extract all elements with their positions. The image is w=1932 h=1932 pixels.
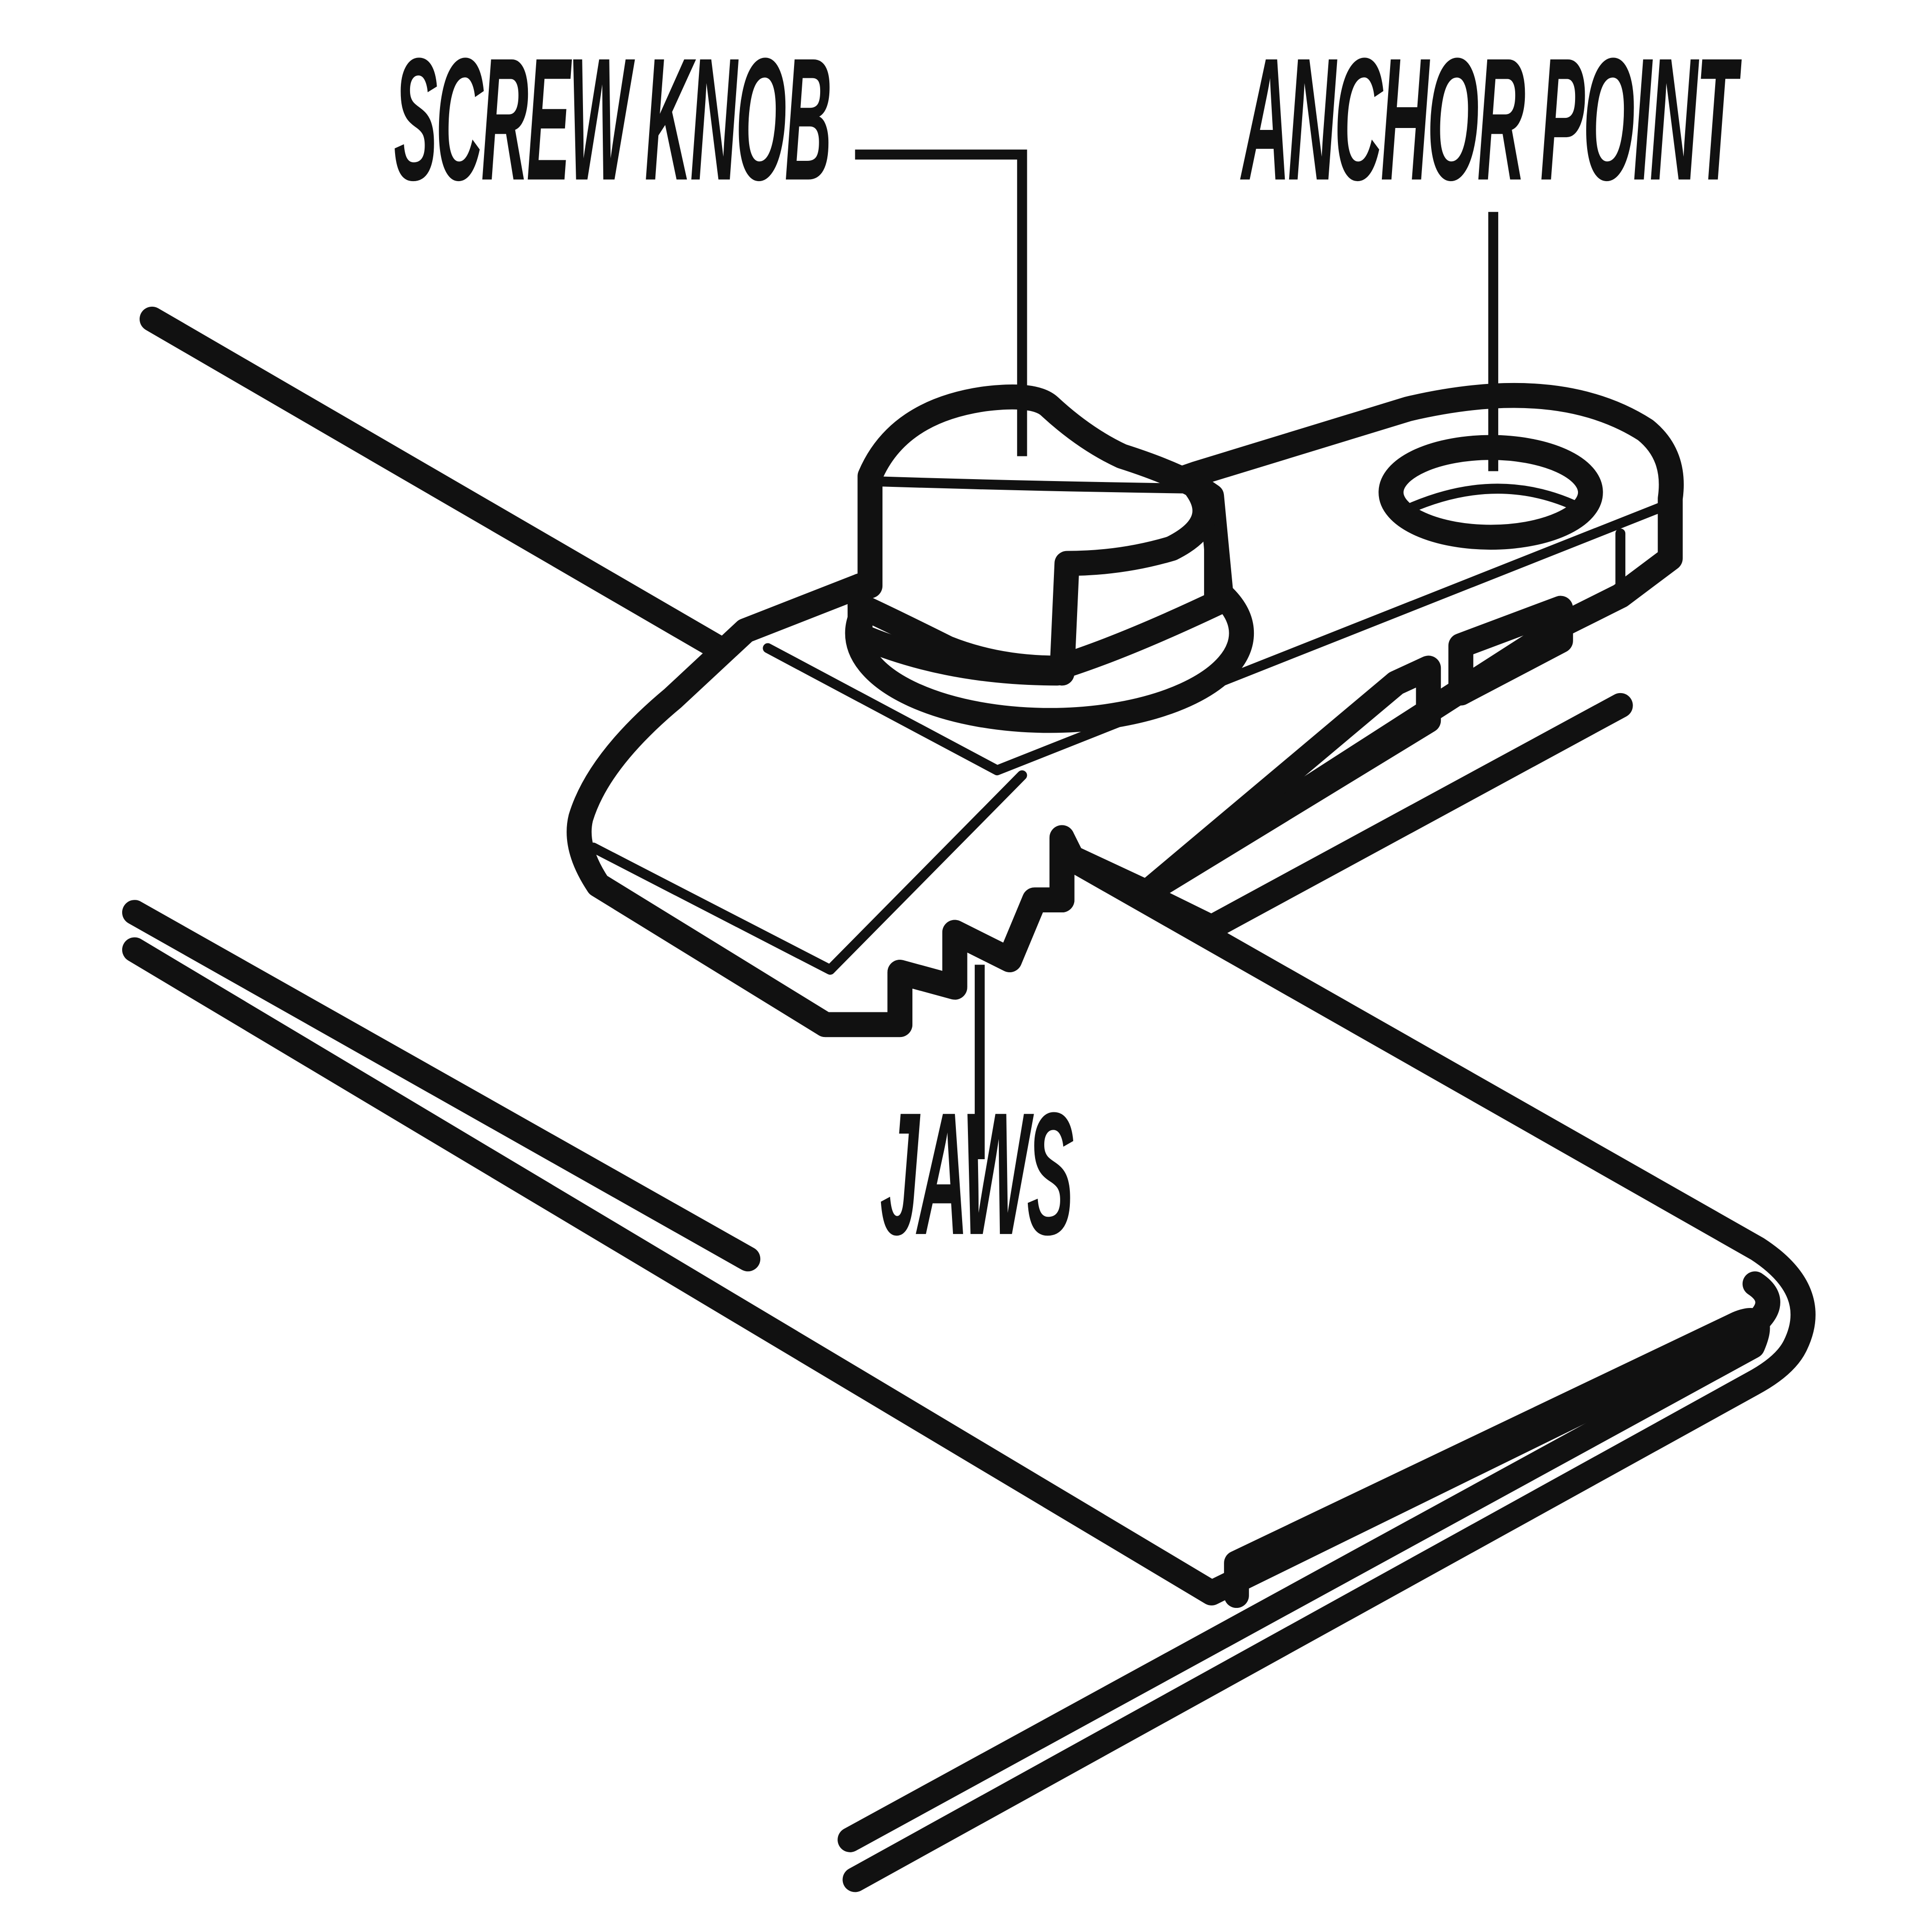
label-screw-knob: SCREW KNOB	[394, 22, 830, 217]
arm-slot-1	[1134, 655, 1441, 905]
label-jaws: JAWS	[880, 1076, 1074, 1271]
knob-lower-curve	[847, 593, 1070, 681]
arm-slot-2	[1448, 596, 1573, 706]
label-anchor-point: ANCHOR POINT	[1239, 22, 1742, 217]
knob-cap-face	[865, 476, 1202, 494]
tarp-lower-edge	[122, 900, 761, 1272]
leader-lines	[855, 149, 1498, 1159]
tarp-top-surface	[842, 845, 1816, 1892]
tarp-fold-inner	[838, 1308, 1770, 1852]
tarp-fold-edge	[1231, 1328, 1725, 1568]
jaws-teeth	[812, 825, 1075, 1037]
anchor-hole-inner	[1393, 483, 1578, 519]
tarp-upper-edge	[140, 306, 736, 663]
clip-face-line-top	[763, 498, 1676, 776]
clip-face-line-bottom	[588, 770, 1027, 975]
screw-knob	[845, 384, 1254, 733]
leader-screw-knob	[855, 149, 1027, 456]
